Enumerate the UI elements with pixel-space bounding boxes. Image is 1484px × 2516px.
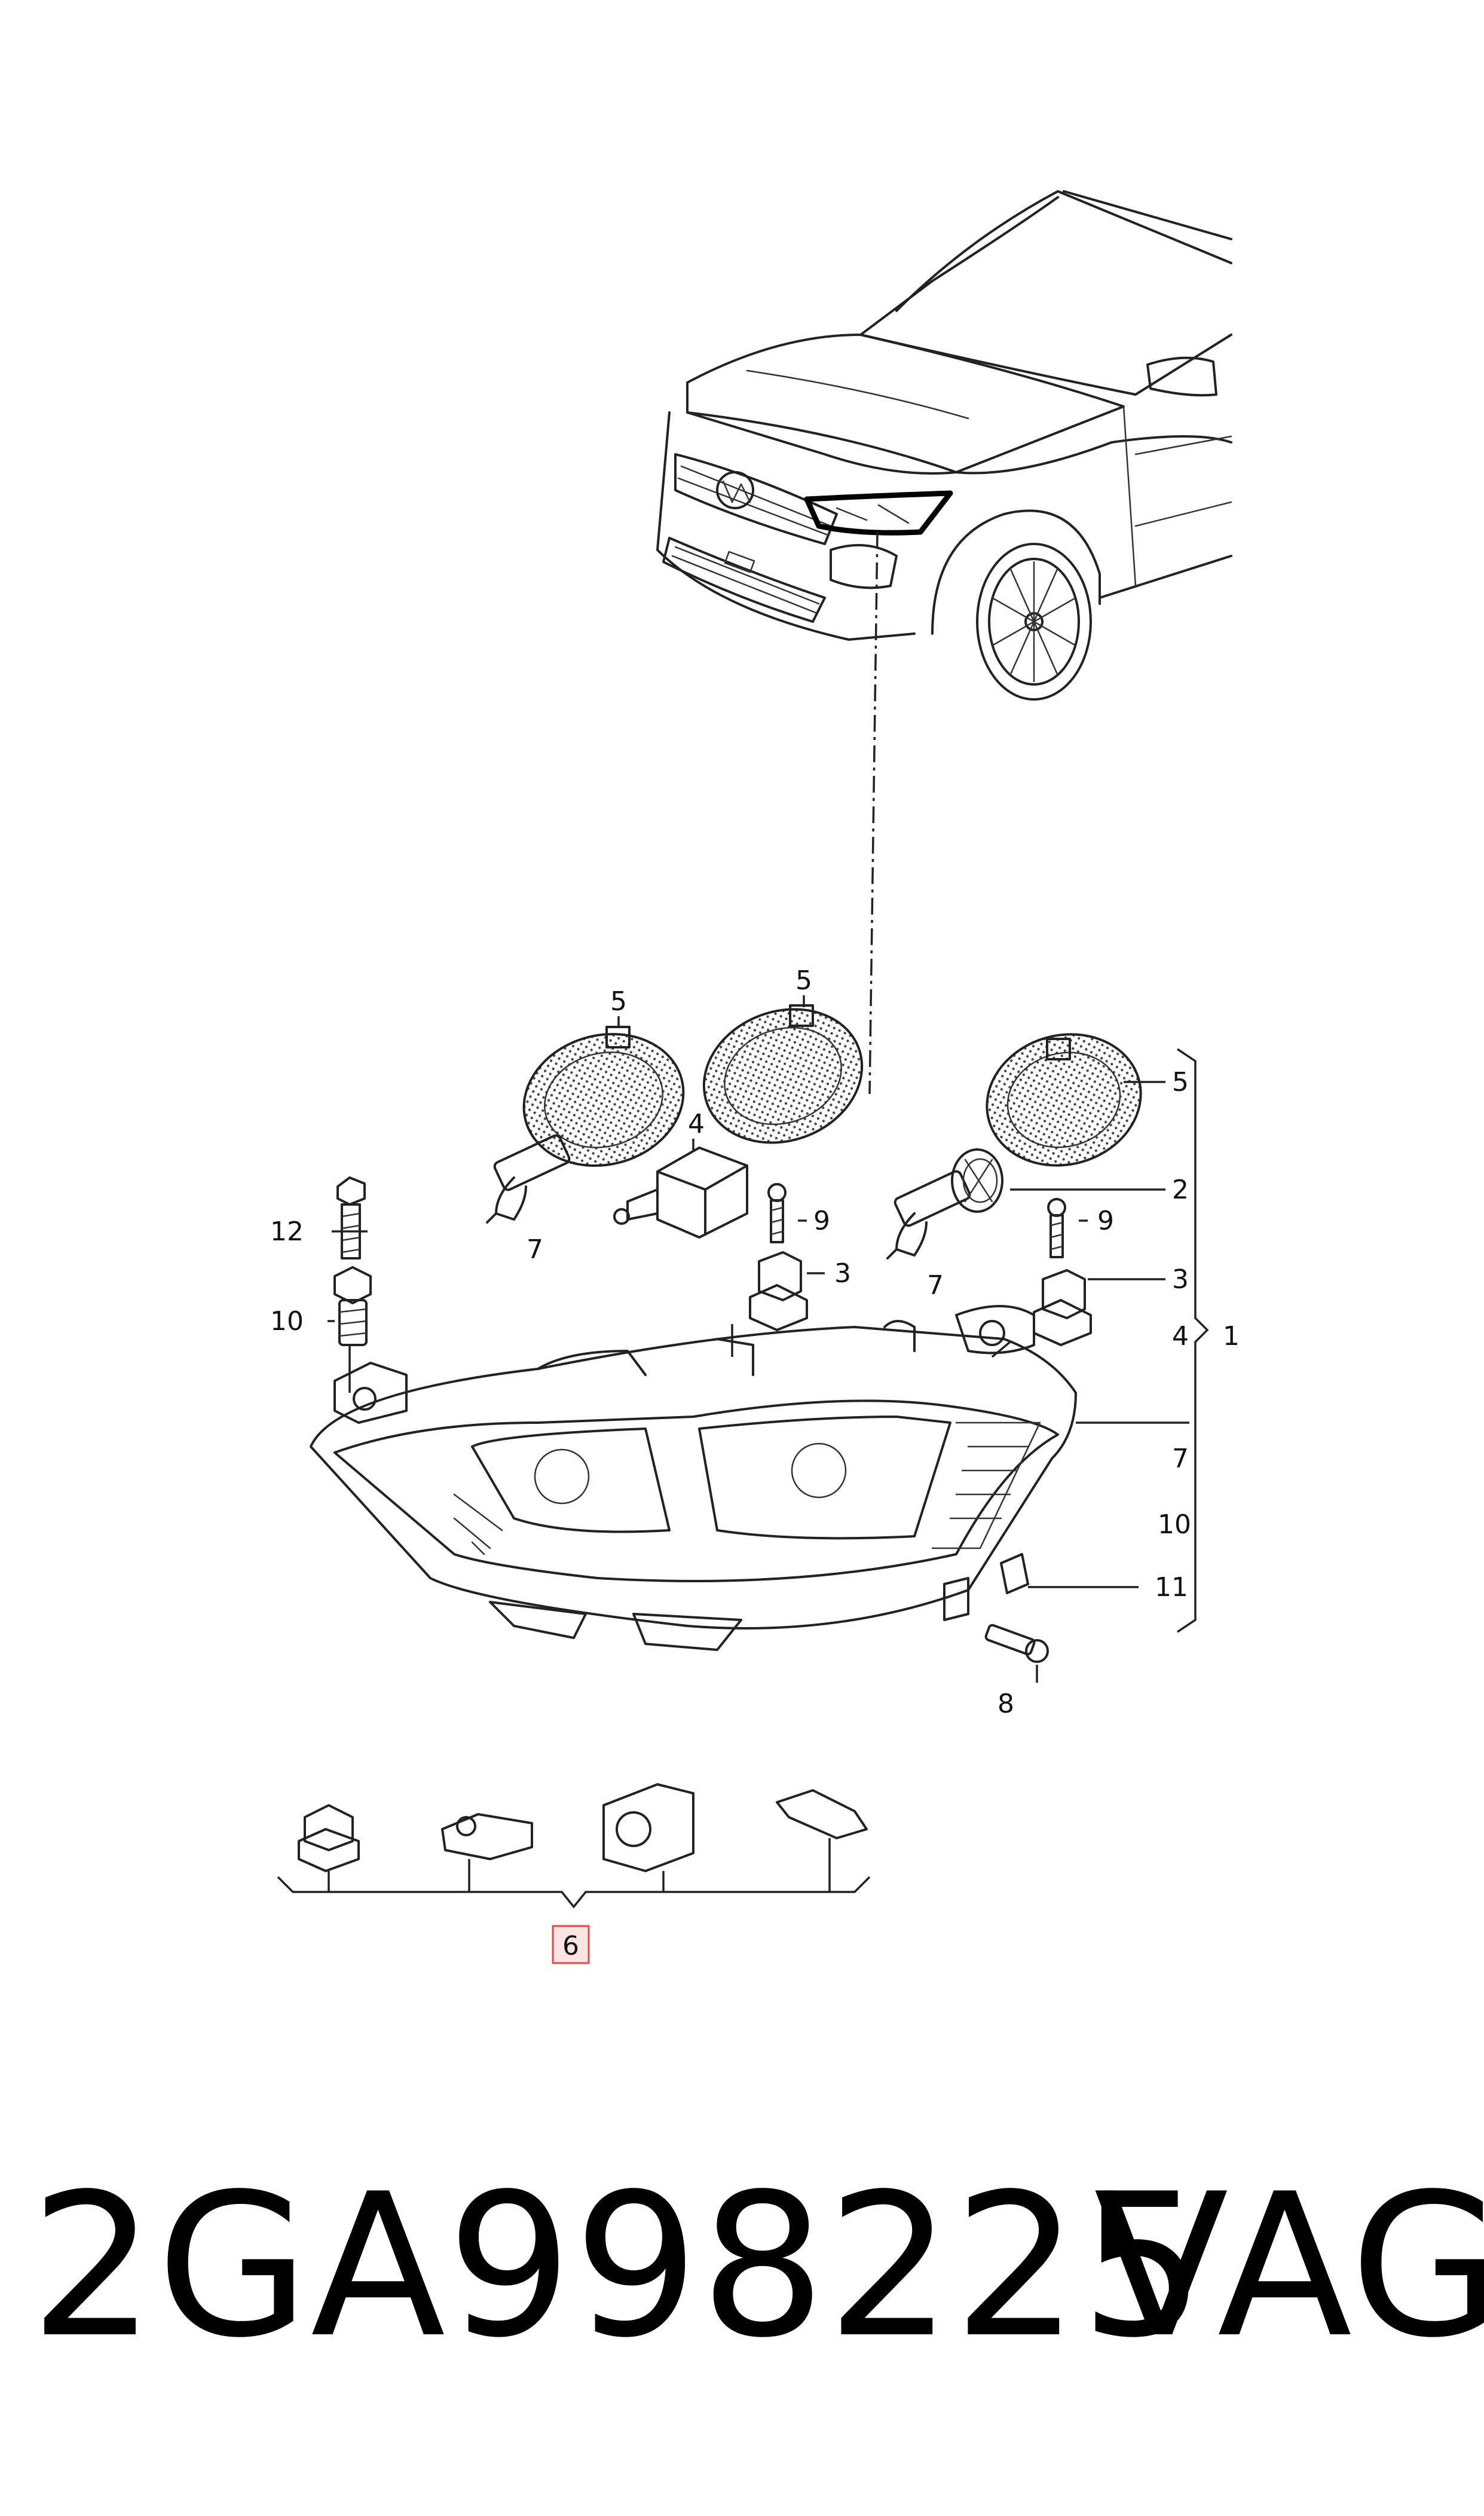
callout-3-left: 3 [834, 1258, 851, 1289]
callout-2: 2 [1172, 1175, 1189, 1205]
screw-9-left [767, 1183, 787, 1243]
callout-1: 1 [1223, 1321, 1240, 1352]
callout-5-center: 5 [795, 965, 812, 996]
callout-labels: 5 5 5 4 2 12 10 9 9 3 3 7 7 4 1 7 10 11 … [270, 965, 1240, 1964]
callout-10-group: 10 [1158, 1509, 1191, 1540]
callout-7-group: 7 [1172, 1444, 1189, 1474]
reference-leader [868, 531, 879, 1095]
callout-4-motor: 4 [688, 1109, 705, 1139]
screw-9-right [1047, 1198, 1066, 1258]
callout-10-screw: 10 [270, 1306, 304, 1337]
adjustment-motor [613, 1147, 748, 1239]
part-number: 2GA998225 [30, 2151, 1207, 2381]
adjuster-left [731, 1251, 808, 1357]
callout-3-right: 3 [1172, 1264, 1189, 1295]
headlight-highlight [804, 490, 953, 536]
bulb-cap-ring [951, 1148, 1003, 1213]
callout-9-left: 9 [813, 1206, 830, 1236]
callout-5-right: 5 [1172, 1067, 1189, 1097]
callout-8: 8 [998, 1689, 1014, 1719]
callout-11: 11 [1155, 1572, 1188, 1603]
repair-kit-parts [277, 1783, 871, 1909]
cover-cap-left [522, 1026, 685, 1167]
adjuster-right [991, 1269, 1092, 1358]
cover-cap-right [986, 1033, 1142, 1167]
car-illustration [656, 190, 1232, 701]
callout-9-right: 9 [1097, 1206, 1114, 1236]
headlight-assembly [310, 1305, 1077, 1663]
callout-7-right: 7 [927, 1270, 944, 1301]
callout-6-box [552, 1925, 590, 1964]
callout-12: 12 [270, 1216, 304, 1247]
screw-10 [333, 1266, 372, 1393]
bulb-right [886, 1170, 971, 1259]
callout-4-group: 4 [1172, 1321, 1189, 1352]
callout-6: 6 [562, 1931, 579, 1961]
bulb-left [486, 1134, 571, 1224]
brand-name: VAG [1094, 2151, 1484, 2381]
bolt-12 [336, 1176, 366, 1259]
callout-5-left: 5 [610, 986, 627, 1017]
callout-7-left: 7 [527, 1234, 543, 1265]
cover-cap-center [702, 1004, 864, 1144]
group-bracket [328, 995, 1209, 1683]
